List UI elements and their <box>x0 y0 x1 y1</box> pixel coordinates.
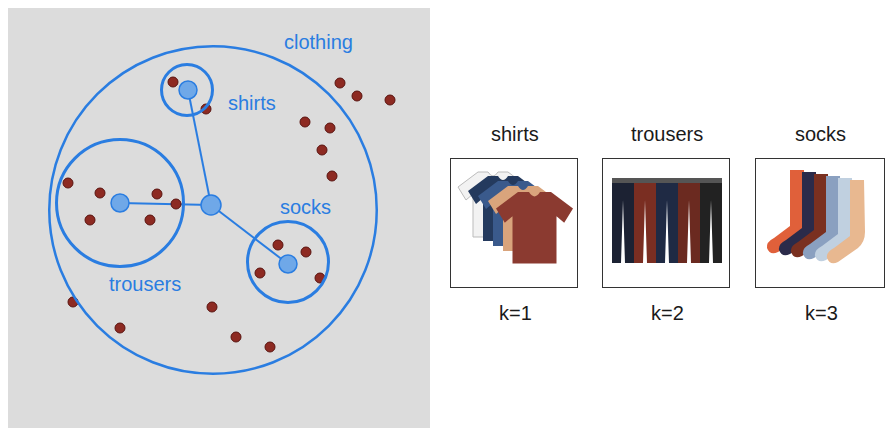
circle-outline <box>160 63 214 117</box>
cluster-circle: trousers <box>55 138 185 268</box>
category-label: socks <box>795 122 846 146</box>
category-label: trousers <box>109 272 181 296</box>
cluster-circle: clothingshirtstrouserssocks <box>48 45 378 375</box>
category-frame: socksk=3 <box>755 158 885 288</box>
cluster-index: k=1 <box>499 301 532 325</box>
category-frame: trousersk=2 <box>602 158 730 288</box>
cluster-circle: shirts <box>160 63 214 117</box>
circle-outline <box>246 220 330 304</box>
data-points <box>63 77 395 352</box>
background-panel <box>8 8 430 428</box>
category-frame: shirtsk=1 <box>450 158 578 288</box>
socks-picture <box>767 170 865 263</box>
cluster-index: k=3 <box>805 301 838 325</box>
category-label: clothing <box>284 30 353 54</box>
category-label: shirts <box>491 122 539 146</box>
category-label: socks <box>280 195 331 219</box>
cluster-circle: socks <box>246 220 330 304</box>
category-label: shirts <box>228 91 276 115</box>
trousers-picture <box>612 178 722 263</box>
shirts-picture <box>458 172 573 264</box>
category-label: trousers <box>631 122 703 146</box>
cluster-index: k=2 <box>651 301 684 325</box>
circle-outline <box>55 138 185 268</box>
hierarchy-lines <box>120 90 288 264</box>
